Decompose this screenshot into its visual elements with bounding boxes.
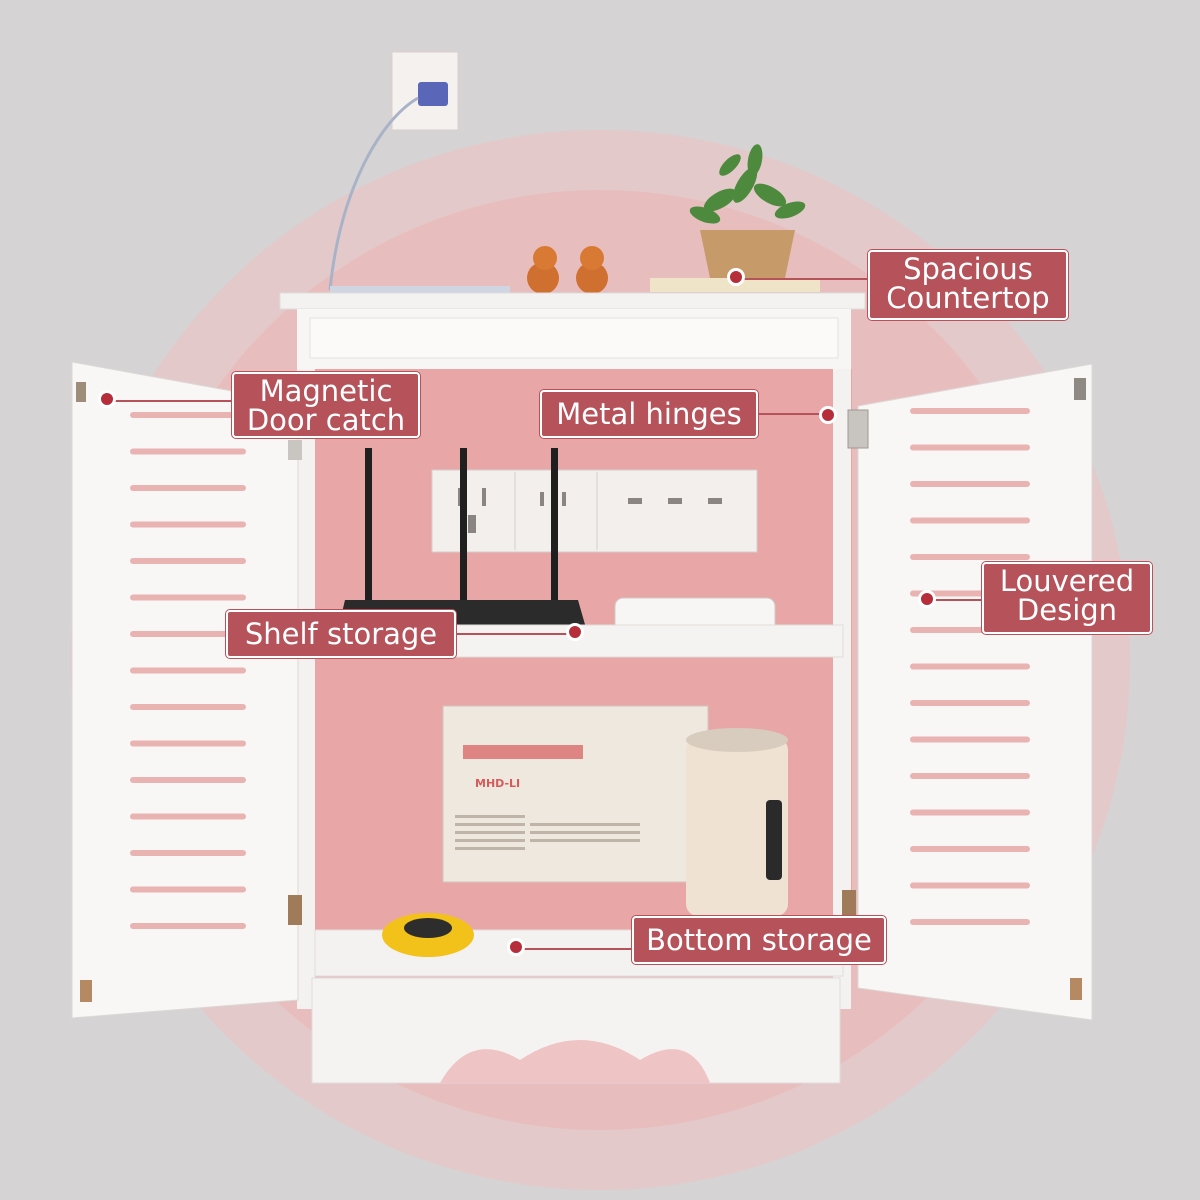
cabinet-top-panel (309, 317, 839, 359)
metal-hinge (847, 409, 869, 449)
countertop-leader (744, 278, 870, 280)
box-stripe (463, 745, 583, 759)
hinges-callout-label: Metal hinges (556, 397, 742, 431)
dog-figurines (527, 246, 608, 294)
louver-slat (910, 700, 1030, 706)
louvered-callout-line1: Louvered (999, 564, 1135, 598)
louvered-callout: Louvered Design (982, 562, 1152, 634)
shelf-callout-label: Shelf storage (244, 617, 438, 651)
right-hinge-bottom (1070, 978, 1082, 1000)
plant-leaves (689, 144, 806, 224)
louver-slat (910, 846, 1030, 852)
bottom-callout: Bottom storage (632, 916, 886, 964)
cabinet-left-wall (297, 369, 315, 1009)
louver-slat (910, 444, 1030, 451)
louver-slat (130, 594, 246, 601)
louver-slat (910, 554, 1030, 560)
hinges-callout: Metal hinges (540, 390, 758, 438)
louver-slat (130, 923, 246, 929)
shelf-marker (566, 623, 584, 641)
louver-slat (910, 481, 1030, 487)
right-hinge (842, 890, 856, 916)
louver-slat (130, 558, 246, 564)
louver-slat (910, 773, 1030, 779)
electrical-box (442, 705, 709, 883)
cabinet-right-wall (833, 369, 851, 1009)
louver-slat (130, 667, 246, 674)
router-antenna (365, 448, 372, 608)
louver-slat (910, 736, 1030, 743)
louvered-leader (932, 599, 984, 601)
louver-slat (130, 704, 246, 710)
power-cable (328, 96, 419, 291)
louver-slat (910, 882, 1030, 889)
cable-bundle (330, 286, 510, 294)
louver-slat (130, 412, 246, 418)
right-door-louvers (910, 408, 1030, 925)
router-antenna (551, 448, 558, 608)
bottom-leader (522, 948, 634, 950)
louver-slat (130, 777, 246, 783)
left-catch (288, 440, 302, 460)
left-catch-plate (76, 382, 86, 402)
left-hinge-bottom (80, 980, 92, 1002)
shelf-leader (453, 633, 571, 635)
door-catch-marker (98, 390, 116, 408)
louver-slat (130, 631, 246, 637)
left-door (71, 361, 299, 1019)
right-catch-plate (1074, 378, 1086, 400)
countertop (279, 292, 866, 310)
base-cutout (440, 1040, 710, 1083)
louver-slat (130, 485, 246, 491)
louvered-marker (918, 590, 936, 608)
bottom-callout-label: Bottom storage (646, 923, 872, 957)
shelf-callout: Shelf storage (226, 610, 456, 658)
countertop-marker (727, 268, 745, 286)
router-antenna (460, 448, 467, 608)
plant-pot (700, 230, 795, 278)
louver-slat (130, 521, 246, 528)
louver-slat (130, 448, 246, 455)
hinges-marker (819, 406, 837, 424)
louver-slat (910, 663, 1030, 670)
socket-panel (431, 469, 758, 553)
left-hinge (288, 895, 302, 925)
countertop-callout-line2: Countertop (886, 281, 1050, 315)
louver-slat (910, 517, 1030, 524)
louver-slat (910, 809, 1030, 816)
cylinder-display (766, 800, 782, 880)
countertop-callout: Spacious Countertop (868, 250, 1068, 320)
door-catch-leader (110, 400, 234, 402)
louver-slat (130, 813, 246, 820)
louver-slat (130, 850, 246, 856)
door-catch-callout: Magnetic Door catch (232, 372, 420, 438)
louver-slat (130, 740, 246, 747)
box-label: MHD-LI (475, 777, 520, 790)
cylinder-device (686, 738, 788, 916)
louver-slat (130, 886, 246, 893)
louvered-callout-line2: Design (1016, 593, 1118, 627)
right-door (857, 363, 1093, 1021)
reel-center (404, 918, 452, 938)
louver-slat (910, 919, 1030, 925)
louver-slat (910, 408, 1030, 414)
left-door-louvers (130, 412, 246, 929)
bottom-marker (507, 938, 525, 956)
door-catch-callout-line1: Magnetic (259, 374, 393, 408)
cylinder-top (686, 728, 788, 752)
plug-icon (418, 82, 448, 106)
box-vents (455, 815, 640, 850)
door-catch-callout-line2: Door catch (246, 403, 406, 437)
countertop-callout-line1: Spacious (903, 252, 1033, 286)
hinges-leader (756, 413, 826, 415)
